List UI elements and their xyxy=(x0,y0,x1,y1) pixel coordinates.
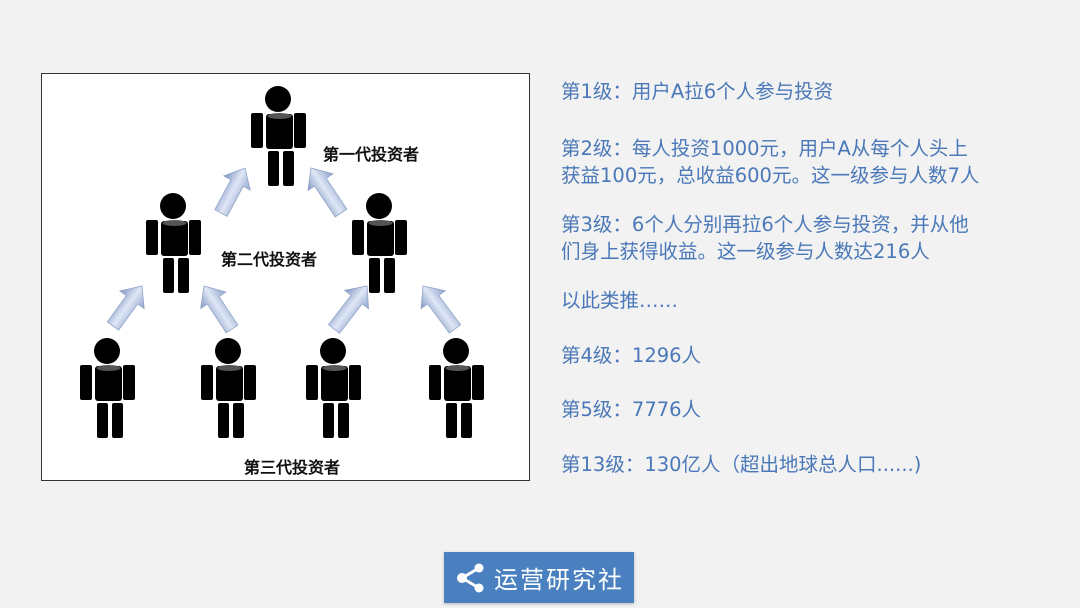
person-icon xyxy=(251,86,306,186)
level1-text: 第1级：用户A拉6个人参与投资 xyxy=(561,80,834,103)
level3-text-line1: 第3级：6个人分别再拉6个人参与投资，并从他 xyxy=(561,213,969,236)
level2-text-line2: 获益100元，总收益600元。这一级参与人数7人 xyxy=(561,164,980,187)
person-icon xyxy=(429,338,484,438)
arrow-up-icon xyxy=(200,285,239,334)
etc-text: 以此类推…… xyxy=(561,289,679,312)
arrow-up-icon xyxy=(106,285,145,331)
gen2-label: 第二代投资者 xyxy=(221,250,318,269)
person-icon xyxy=(201,338,256,438)
level13-text: 第13级：130亿人（超出地球总人口......) xyxy=(561,453,922,476)
arrow-up-icon xyxy=(307,167,348,218)
gen3-label: 第三代投资者 xyxy=(244,458,341,477)
pyramid-scheme-diagram: 第一代投资者 第二代投资者 第三代投资者 xyxy=(41,73,530,481)
person-icon xyxy=(306,338,361,438)
level3-text-line2: 们身上获得收益。这一级参与人数达216人 xyxy=(561,240,930,263)
diagram-graphics xyxy=(80,86,484,438)
gen1-label: 第一代投资者 xyxy=(323,145,420,164)
brand-badge[interactable]: 运营研究社 xyxy=(444,552,634,603)
person-icon xyxy=(80,338,135,438)
person-icon xyxy=(146,193,201,293)
level4-text: 第4级：1296人 xyxy=(561,344,702,367)
person-icon xyxy=(352,193,407,293)
level5-text: 第5级：7776人 xyxy=(561,398,702,421)
level2-text-line1: 第2级：每人投资1000元，用户A从每个人头上 xyxy=(561,137,968,160)
arrow-up-icon xyxy=(214,167,251,217)
arrow-up-icon xyxy=(420,285,462,334)
share-icon xyxy=(457,563,484,592)
arrow-up-icon xyxy=(327,285,370,334)
brand-name: 运营研究社 xyxy=(494,566,624,594)
